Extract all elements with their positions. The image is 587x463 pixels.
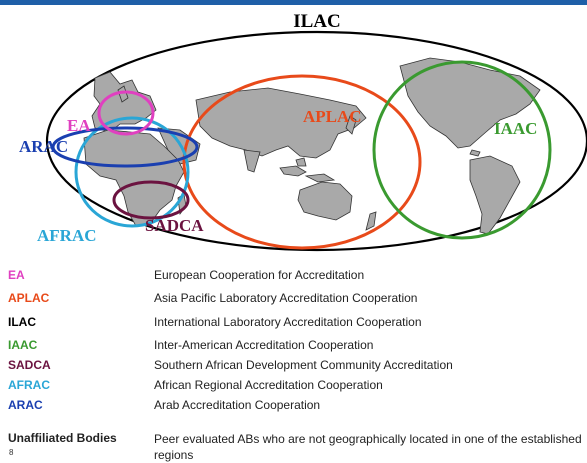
land-masses	[83, 57, 541, 235]
afrac-ellipse	[74, 116, 190, 228]
scandinavia-land	[117, 85, 129, 103]
legend-abbr-iaac: IAAC	[8, 338, 38, 352]
australia-land	[297, 181, 353, 221]
aplac-ellipse	[182, 74, 422, 250]
iaac-ellipse	[372, 60, 552, 240]
legend-abbr-ilac: ILAC	[8, 315, 36, 329]
legend-desc-sadca: Southern African Development Community A…	[154, 358, 453, 372]
south-america-land	[469, 155, 521, 235]
legend-desc-iaac: Inter-American Accreditation Cooperation	[154, 338, 374, 352]
page-number: 8	[9, 448, 14, 457]
arac-label: ARAC	[19, 137, 68, 156]
new-zealand-land	[365, 211, 377, 231]
accent-bar	[0, 0, 587, 5]
legend-desc-ea: European Cooperation for Accreditation	[154, 268, 365, 282]
legend-abbr-aplac: APLAC	[8, 291, 50, 305]
legend-desc-ilac: International Laboratory Accreditation C…	[154, 315, 422, 329]
world-map-diagram: ILAC EA ARAC APLAC IAAC AFRAC SADCA	[19, 11, 587, 252]
legend-abbr-afrac: AFRAC	[8, 378, 50, 392]
asia-land	[195, 87, 367, 159]
ea-label: EA	[67, 116, 91, 135]
legend-abbr-arac: ARAC	[8, 398, 43, 412]
ea-ellipse	[97, 90, 155, 136]
unaffiliated-label: Unaffiliated Bodies	[8, 431, 117, 445]
sadca-label: SADCA	[145, 216, 204, 235]
caribbean-land	[469, 149, 481, 157]
legend-abbr-ea: EA	[8, 268, 25, 282]
iaac-label: IAAC	[494, 119, 537, 138]
africa-land	[83, 129, 185, 227]
afrac-label: AFRAC	[37, 226, 97, 245]
diagram-title: ILAC	[293, 11, 341, 32]
arac-ellipse	[51, 126, 199, 168]
aplac-label: APLAC	[303, 107, 362, 126]
indonesia-land	[279, 157, 336, 183]
legend-desc-afrac: African Regional Accreditation Cooperati…	[154, 378, 383, 392]
unaffiliated-desc: Peer evaluated ABs who are not geographi…	[154, 432, 582, 462]
north-america-land	[399, 57, 541, 149]
legend-desc-aplac: Asia Pacific Laboratory Accreditation Co…	[154, 291, 418, 305]
india-land	[243, 149, 261, 173]
japan-land	[345, 115, 357, 135]
ilac-ellipse	[45, 30, 587, 252]
legend-desc-arac: Arab Accreditation Cooperation	[154, 398, 321, 412]
legend-abbr-sadca: SADCA	[8, 358, 51, 372]
sadca-ellipse	[112, 180, 190, 220]
